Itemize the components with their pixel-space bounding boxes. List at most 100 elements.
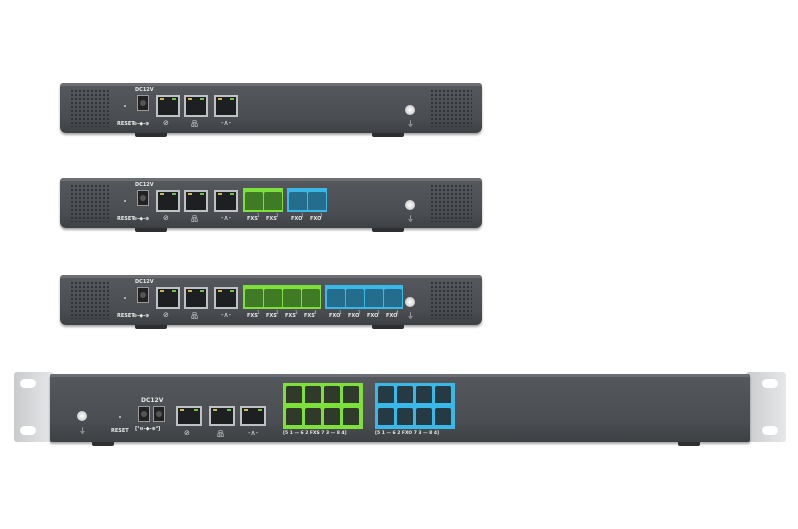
port-number: 4 <box>396 310 399 315</box>
fxo-label: FXO <box>348 313 360 319</box>
fxs-port[interactable] <box>343 408 359 425</box>
heartbeat-icon: -∧- <box>248 429 259 437</box>
port-number: 2 <box>276 213 279 218</box>
wan-port[interactable] <box>156 190 180 212</box>
fxo-port[interactable] <box>289 192 307 210</box>
reset-label: RESET <box>117 313 135 319</box>
fxs-port[interactable] <box>286 408 302 425</box>
fxs-port[interactable] <box>286 386 302 403</box>
dc-power-jack <box>138 406 150 422</box>
fxo-port[interactable] <box>378 408 394 425</box>
rubber-foot <box>92 442 114 446</box>
globe-icon: ⊘ <box>184 429 190 437</box>
ground-screw[interactable] <box>77 411 87 421</box>
dc-power-jack <box>153 406 165 422</box>
dc-power-jack <box>137 190 149 206</box>
fxo-port[interactable] <box>378 386 394 403</box>
globe-icon: ⊘ <box>163 311 169 319</box>
fxo-port[interactable] <box>327 289 345 307</box>
lan-port[interactable] <box>209 406 235 426</box>
port-number: 1 <box>339 310 342 315</box>
vent-right <box>430 184 472 222</box>
port-number: 3 <box>295 310 298 315</box>
reset-label: RESET <box>117 121 135 127</box>
heartbeat-port[interactable] <box>214 95 238 117</box>
fxo-label: FXO <box>329 313 341 319</box>
vent-right <box>430 89 472 127</box>
ground-screw[interactable] <box>405 200 415 210</box>
heartbeat-port[interactable] <box>214 190 238 212</box>
reset-label: RESET <box>117 216 135 222</box>
chassis-top <box>60 83 482 86</box>
dc-label: DC12V <box>141 397 164 404</box>
fxo-port[interactable] <box>435 386 451 403</box>
lan-port[interactable] <box>184 287 208 309</box>
port-number: 3 <box>377 310 380 315</box>
heartbeat-port[interactable] <box>214 287 238 309</box>
fxo-port[interactable] <box>416 408 432 425</box>
heartbeat-port[interactable] <box>240 406 266 426</box>
globe-icon: ⊘ <box>163 119 169 127</box>
port-number: 2 <box>276 310 279 315</box>
fxs-port[interactable] <box>264 289 282 307</box>
network-icon: 品 <box>191 312 198 320</box>
port-number: 4 <box>314 310 317 315</box>
fxs-port[interactable] <box>324 408 340 425</box>
fxo-port[interactable] <box>416 386 432 403</box>
dc-power-jack <box>137 287 149 303</box>
network-icon: 品 <box>191 215 198 223</box>
port-number: 1 <box>257 310 260 315</box>
fxs-port-numbers: [5 1 — 6 2 FXS 7 3 — 8 4] <box>283 431 347 436</box>
reset-dot <box>124 105 126 107</box>
fxs-port[interactable] <box>343 386 359 403</box>
fxs-port[interactable] <box>245 289 263 307</box>
lan-port[interactable] <box>184 190 208 212</box>
ground-screw[interactable] <box>405 297 415 307</box>
fxo-port[interactable] <box>365 289 383 307</box>
fxo-label: FXO <box>310 216 322 222</box>
vent-left <box>70 89 110 127</box>
port-number: 1 <box>301 213 304 218</box>
rubber-foot <box>372 133 404 137</box>
reset-dot <box>124 297 126 299</box>
chassis-top <box>50 374 750 377</box>
fxs-port[interactable] <box>264 192 282 210</box>
fxo-port[interactable] <box>435 408 451 425</box>
lan-port[interactable] <box>184 95 208 117</box>
fxo-port[interactable] <box>397 386 413 403</box>
fxo-port[interactable] <box>346 289 364 307</box>
network-icon: 品 <box>217 430 224 438</box>
fxo-port[interactable] <box>384 289 402 307</box>
fxs-port[interactable] <box>302 289 320 307</box>
fxs-label: FXS <box>304 313 315 319</box>
fxo-port[interactable] <box>397 408 413 425</box>
fxs-port[interactable] <box>305 386 321 403</box>
chassis-top <box>60 275 482 278</box>
rubber-foot <box>678 442 700 446</box>
fxs-port[interactable] <box>305 408 321 425</box>
mount-hole <box>762 426 778 435</box>
fxo-label: FXO <box>386 313 398 319</box>
wan-port[interactable] <box>156 95 180 117</box>
ground-screw[interactable] <box>405 105 415 115</box>
mount-hole <box>762 379 778 388</box>
fxo-port[interactable] <box>308 192 326 210</box>
globe-icon: ⊘ <box>163 214 169 222</box>
wan-port[interactable] <box>176 406 202 426</box>
fxs-label: FXS <box>285 313 296 319</box>
dc-polarity: [¹⊖-◆-⊕²] <box>135 426 161 432</box>
fxs-label: FXS <box>266 313 277 319</box>
rubber-foot <box>372 228 404 232</box>
rubber-foot <box>135 228 167 232</box>
port-number: 2 <box>358 310 361 315</box>
fxs-port[interactable] <box>324 386 340 403</box>
fxs-label: FXS <box>266 216 277 222</box>
wan-port[interactable] <box>156 287 180 309</box>
port-number: 2 <box>320 213 323 218</box>
vent-right <box>430 281 472 319</box>
fxs-port[interactable] <box>283 289 301 307</box>
fxs-port[interactable] <box>245 192 263 210</box>
